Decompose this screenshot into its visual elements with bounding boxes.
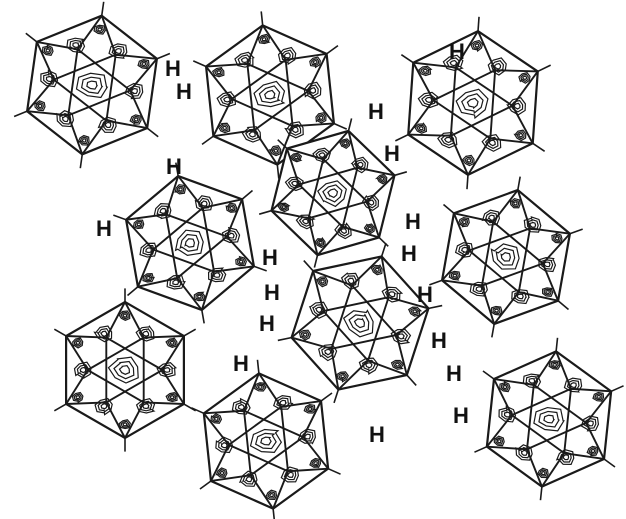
- particle-outline: [200, 367, 331, 515]
- h-label: H: [264, 280, 280, 305]
- h-label: H: [368, 99, 384, 124]
- h-label: H: [431, 328, 447, 353]
- h-label: H: [262, 245, 278, 270]
- icosahedral-particle: [8, 0, 175, 178]
- icosahedral-particle: [54, 288, 195, 451]
- particles-layer: [8, 0, 626, 519]
- particle-outline: [406, 27, 541, 179]
- icosahedral-particle: [470, 330, 626, 507]
- h-label: H: [449, 39, 465, 64]
- h-label: H: [176, 79, 192, 104]
- particle-outline: [66, 302, 184, 438]
- icosahedral-particle: [422, 164, 590, 349]
- h-label: H: [453, 403, 469, 428]
- h-label: H: [166, 154, 182, 179]
- h-label: H: [417, 282, 433, 307]
- h-label: H: [384, 141, 400, 166]
- icosahedral-particle: [392, 12, 553, 195]
- particle-outline: [436, 180, 576, 334]
- particle-outline: [120, 166, 260, 320]
- h-label: H: [401, 241, 417, 266]
- h-label: H: [369, 422, 385, 447]
- h-label: H: [446, 361, 462, 386]
- h-label: H: [96, 216, 112, 241]
- h-label: H: [405, 209, 421, 234]
- h-label: H: [165, 56, 181, 81]
- h-label: H: [233, 351, 249, 376]
- icosahedral-particle: [187, 352, 345, 519]
- h-label: H: [259, 311, 275, 336]
